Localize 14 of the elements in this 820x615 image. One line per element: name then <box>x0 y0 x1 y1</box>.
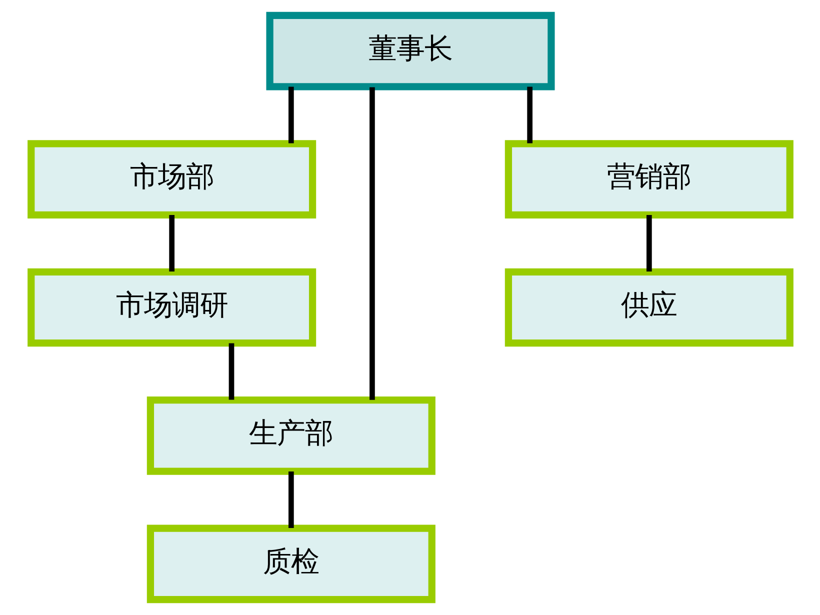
connector <box>526 86 532 144</box>
node-box: 市场调研 <box>27 268 316 347</box>
node-box: 生产部 <box>146 396 435 475</box>
connector <box>228 343 234 400</box>
node-box: 市场部 <box>27 140 316 218</box>
node-box: 营销部 <box>504 140 793 218</box>
connector <box>288 86 294 144</box>
connector <box>288 471 294 528</box>
connector <box>369 87 374 400</box>
node-box: 质检 <box>146 524 435 604</box>
node-box: 供应 <box>504 268 793 347</box>
node-box: 董事长 <box>266 12 554 90</box>
connector <box>168 215 174 272</box>
connector <box>646 215 652 272</box>
